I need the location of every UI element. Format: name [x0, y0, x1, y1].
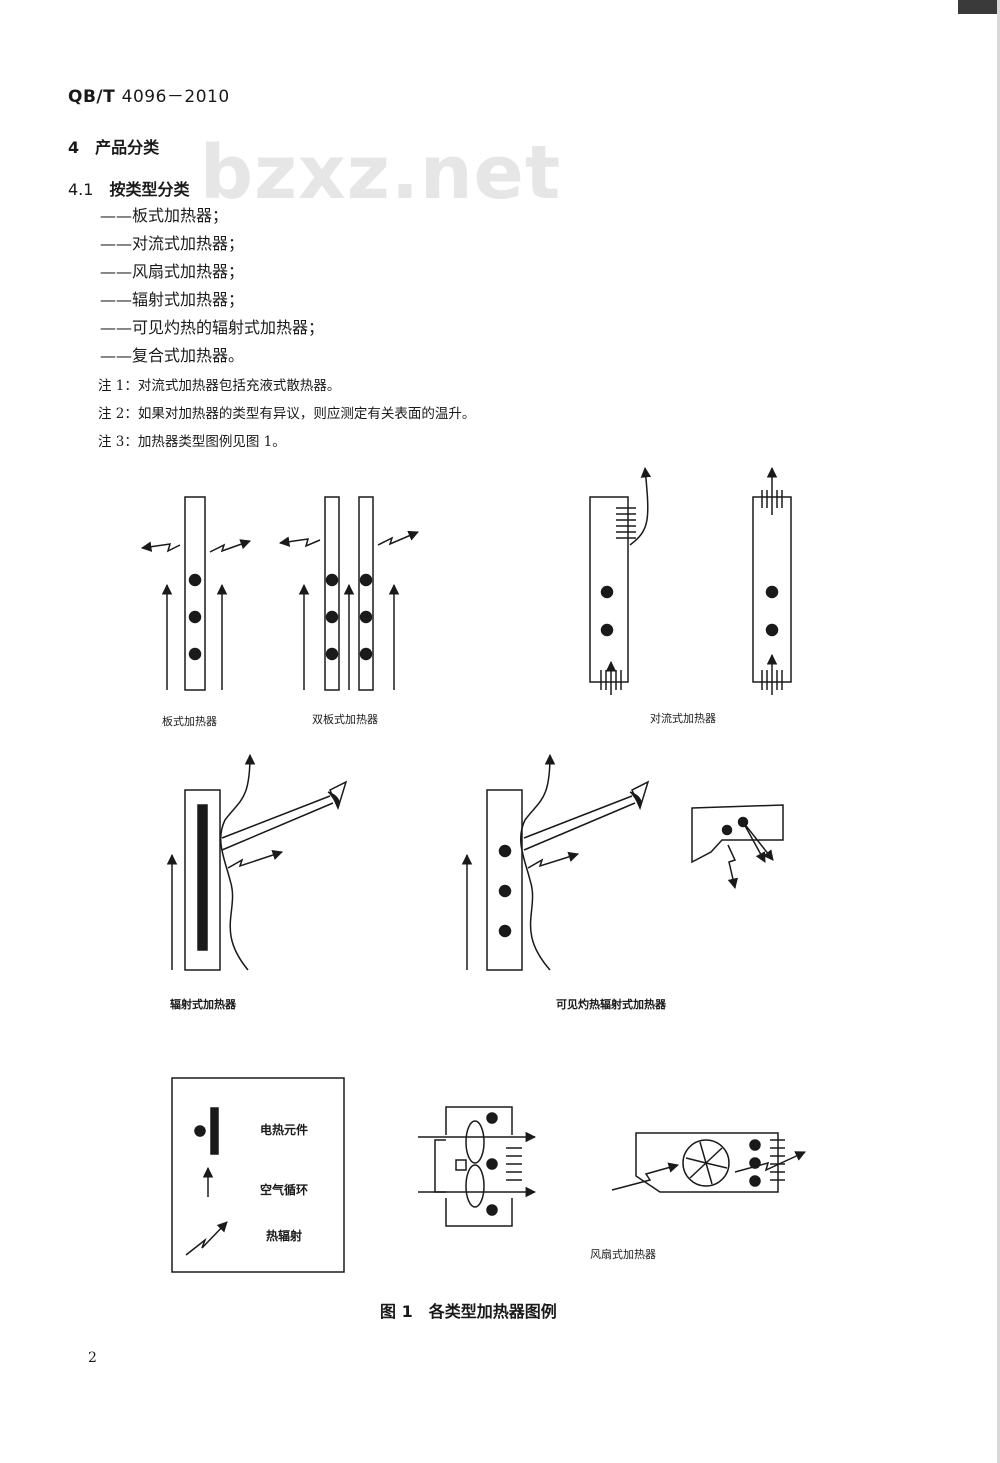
caption-radiant-heater: 辐射式加热器: [170, 998, 236, 1011]
list-item: ——板式加热器；: [100, 206, 229, 225]
notes: 注 1：对流式加热器包括充液式散热器。 注 2：如果对加热器的类型有异议，则应测…: [98, 372, 475, 456]
convector-heater-diagram-1: [589, 466, 652, 695]
legend-air-circulation: 空气循环: [260, 1183, 309, 1197]
caption-convector-heater: 对流式加热器: [650, 712, 716, 725]
note-2: 注 2：如果对加热器的类型有异议，则应测定有关表面的温升。: [98, 406, 476, 422]
figure-title: 图 1 各类型加热器图例: [380, 1302, 557, 1321]
list-item: ——复合式加热器。: [100, 346, 245, 365]
list-item: ——风扇式加热器；: [100, 262, 245, 281]
figure-legend-box: [171, 1077, 345, 1273]
page-edge: [997, 0, 1000, 1463]
caption-fan-heater: 风扇式加热器: [590, 1248, 656, 1261]
panel-heater-diagram: [140, 496, 251, 691]
heater-type-list: ——板式加热器； ——对流式加热器； ——风扇式加热器； ——辐射式加热器； —…: [100, 202, 324, 370]
section-number: 4.1: [68, 180, 94, 199]
list-item: ——辐射式加热器；: [100, 290, 245, 309]
list-item: ——可见灼热的辐射式加热器；: [100, 318, 325, 337]
caption-visible-glow-heater: 可见灼热辐射式加热器: [556, 998, 666, 1011]
caption-panel-heater: 板式加热器: [162, 715, 217, 728]
list-item: ——对流式加热器；: [100, 234, 245, 253]
caption-double-panel-heater: 双板式加热器: [312, 713, 378, 726]
standard-prefix: QB/T: [68, 87, 116, 107]
note-1: 注 1：对流式加热器包括充液式散热器。: [98, 378, 341, 394]
section-4-1-heading: 4.1 按类型分类: [68, 176, 189, 200]
legend-heat-radiation: 热辐射: [266, 1229, 303, 1243]
section-title: 按类型分类: [109, 180, 190, 199]
legend-heating-element: 电热元件: [260, 1123, 309, 1137]
note-3: 注 3：加热器类型图例见图 1。: [98, 434, 286, 450]
convector-heater-diagram-2: [752, 466, 792, 695]
fan-heater-diagram-2: [611, 1132, 806, 1193]
watermark: bzxz.net: [200, 130, 562, 216]
page-corner-tab: [958, 0, 1000, 14]
visible-glow-heater-diagram: [461, 753, 784, 971]
fan-heater-diagram-1: [418, 1106, 537, 1227]
double-panel-heater-diagram: [278, 496, 419, 691]
standard-number: QB/T 4096－2010: [68, 82, 230, 107]
radiant-heater-diagram: [166, 753, 348, 971]
standard-code: 4096－2010: [121, 87, 230, 107]
section-4-heading: 4 产品分类: [68, 138, 160, 157]
page-number: 2: [88, 1350, 97, 1366]
